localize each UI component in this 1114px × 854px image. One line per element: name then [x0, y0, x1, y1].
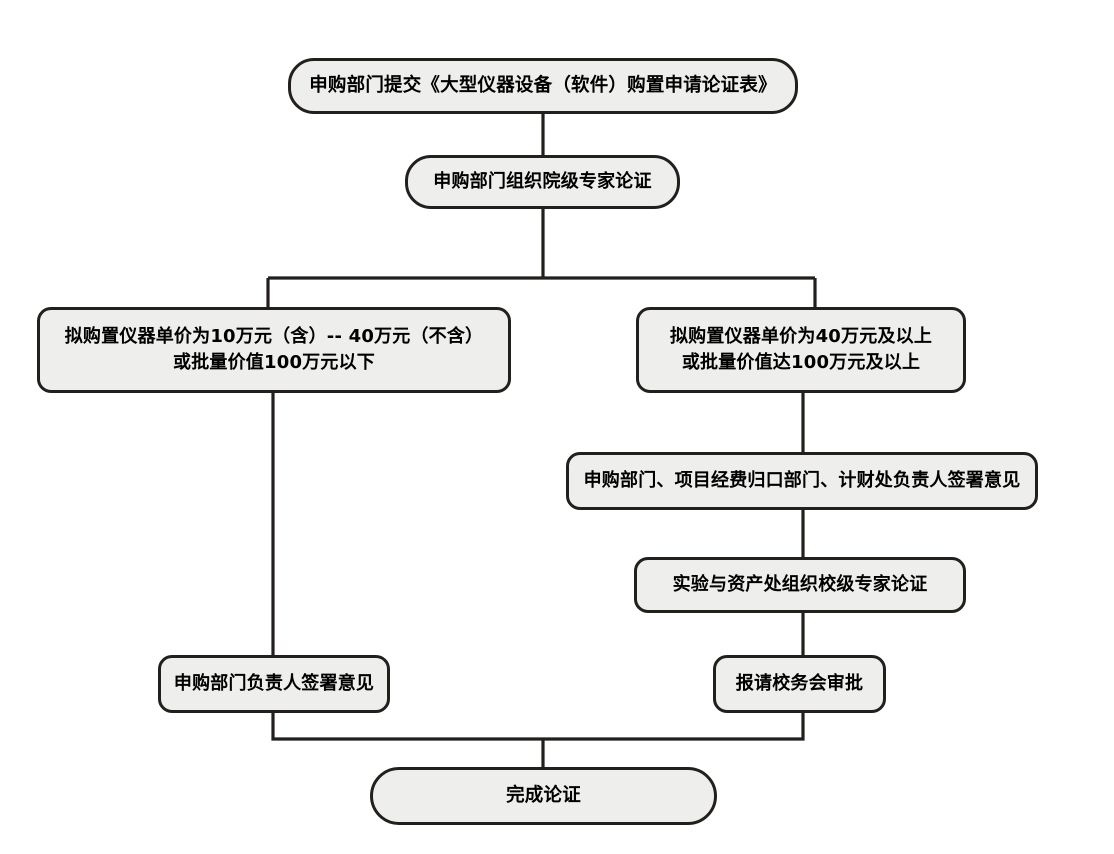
node-branch-high-label: 拟购置仪器单价为40万元及以上 或批量价值达100万元及以上 — [669, 326, 933, 373]
node-submit-form-label: 申购部门提交《大型仪器设备（软件）购置申请论证表》 — [309, 74, 777, 96]
node-finish[interactable]: 完成论证 — [370, 767, 717, 825]
node-branch-low-label: 拟购置仪器单价为10万元（含）-- 40万元（不含） 或批量价值100万元以下 — [64, 326, 484, 373]
node-board-approve-label: 报请校务会审批 — [735, 673, 864, 695]
node-finish-label: 完成论证 — [506, 784, 581, 806]
node-sign-multi-label: 申购部门、项目经费归口部门、计财处负责人签署意见 — [583, 470, 1021, 492]
node-branch-low[interactable]: 拟购置仪器单价为10万元（含）-- 40万元（不含） 或批量价值100万元以下 — [37, 307, 511, 393]
node-school-review-label: 实验与资产处组织校级专家论证 — [672, 574, 928, 596]
node-college-review-label: 申购部门组织院级专家论证 — [433, 171, 652, 193]
node-sign-multi[interactable]: 申购部门、项目经费归口部门、计财处负责人签署意见 — [566, 452, 1038, 510]
node-dept-sign-label: 申购部门负责人签署意见 — [173, 673, 375, 695]
node-board-approve[interactable]: 报请校务会审批 — [713, 655, 886, 713]
node-submit-form[interactable]: 申购部门提交《大型仪器设备（软件）购置申请论证表》 — [288, 58, 798, 114]
node-dept-sign[interactable]: 申购部门负责人签署意见 — [158, 655, 390, 713]
node-college-review[interactable]: 申购部门组织院级专家论证 — [405, 155, 680, 209]
node-school-review[interactable]: 实验与资产处组织校级专家论证 — [634, 557, 966, 613]
edge-dept-sign-to-merge — [271, 713, 543, 741]
edge-board-approve-to-merge — [543, 713, 805, 741]
node-branch-high[interactable]: 拟购置仪器单价为40万元及以上 或批量价值达100万元及以上 — [636, 307, 966, 393]
